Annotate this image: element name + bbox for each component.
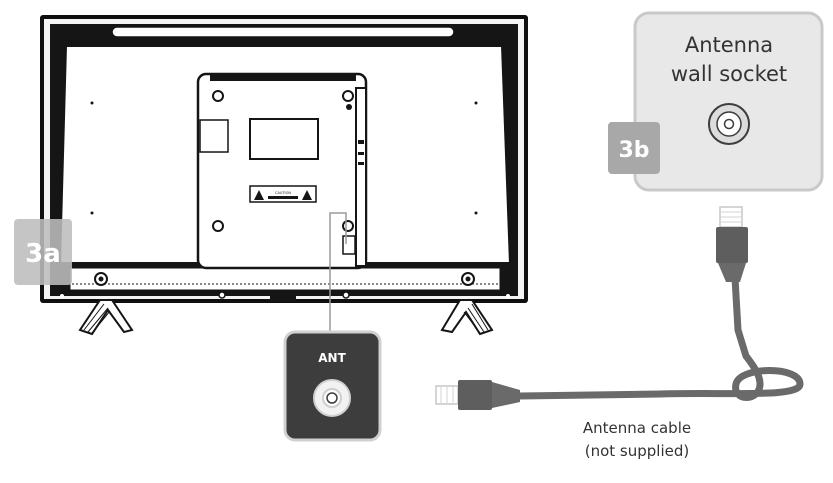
step-badge-3b: 3b <box>608 122 660 174</box>
socket-title-line1: Antenna <box>685 33 773 57</box>
top-vent <box>111 26 455 38</box>
cable-label-line2: (not supplied) <box>585 442 690 460</box>
cable-label-line1: Antenna cable <box>583 419 691 437</box>
left-stand <box>78 299 134 336</box>
ant-port-closeup: ANT <box>283 330 382 442</box>
antenna-cable: Antenna cable (not supplied) <box>435 206 804 460</box>
screw-hole <box>212 220 224 232</box>
right-stand <box>440 299 494 336</box>
rating-label <box>249 118 319 160</box>
cable-wire <box>516 274 804 401</box>
cable-plug-left <box>435 380 520 410</box>
cable-plug-top <box>716 206 748 282</box>
screw-hole <box>342 220 354 232</box>
caution-sticker: CAUTION <box>249 185 317 203</box>
ant-port-small <box>342 235 356 255</box>
ant-port-label: ANT <box>318 351 346 365</box>
side-port-column <box>355 87 367 267</box>
tv-back: CAUTION <box>40 15 528 336</box>
step-badge-3a: 3a <box>14 219 72 285</box>
center-plate <box>196 72 368 270</box>
caution-text: CAUTION <box>275 191 291 195</box>
socket-title-line2: wall socket <box>671 62 787 86</box>
screw-hole <box>342 90 354 102</box>
screw-hole <box>212 90 224 102</box>
antenna-wall-socket: Antenna wall socket <box>633 11 824 192</box>
step-3b-label: 3b <box>618 138 649 163</box>
step-3a-label: 3a <box>25 239 61 269</box>
callout <box>329 212 347 336</box>
